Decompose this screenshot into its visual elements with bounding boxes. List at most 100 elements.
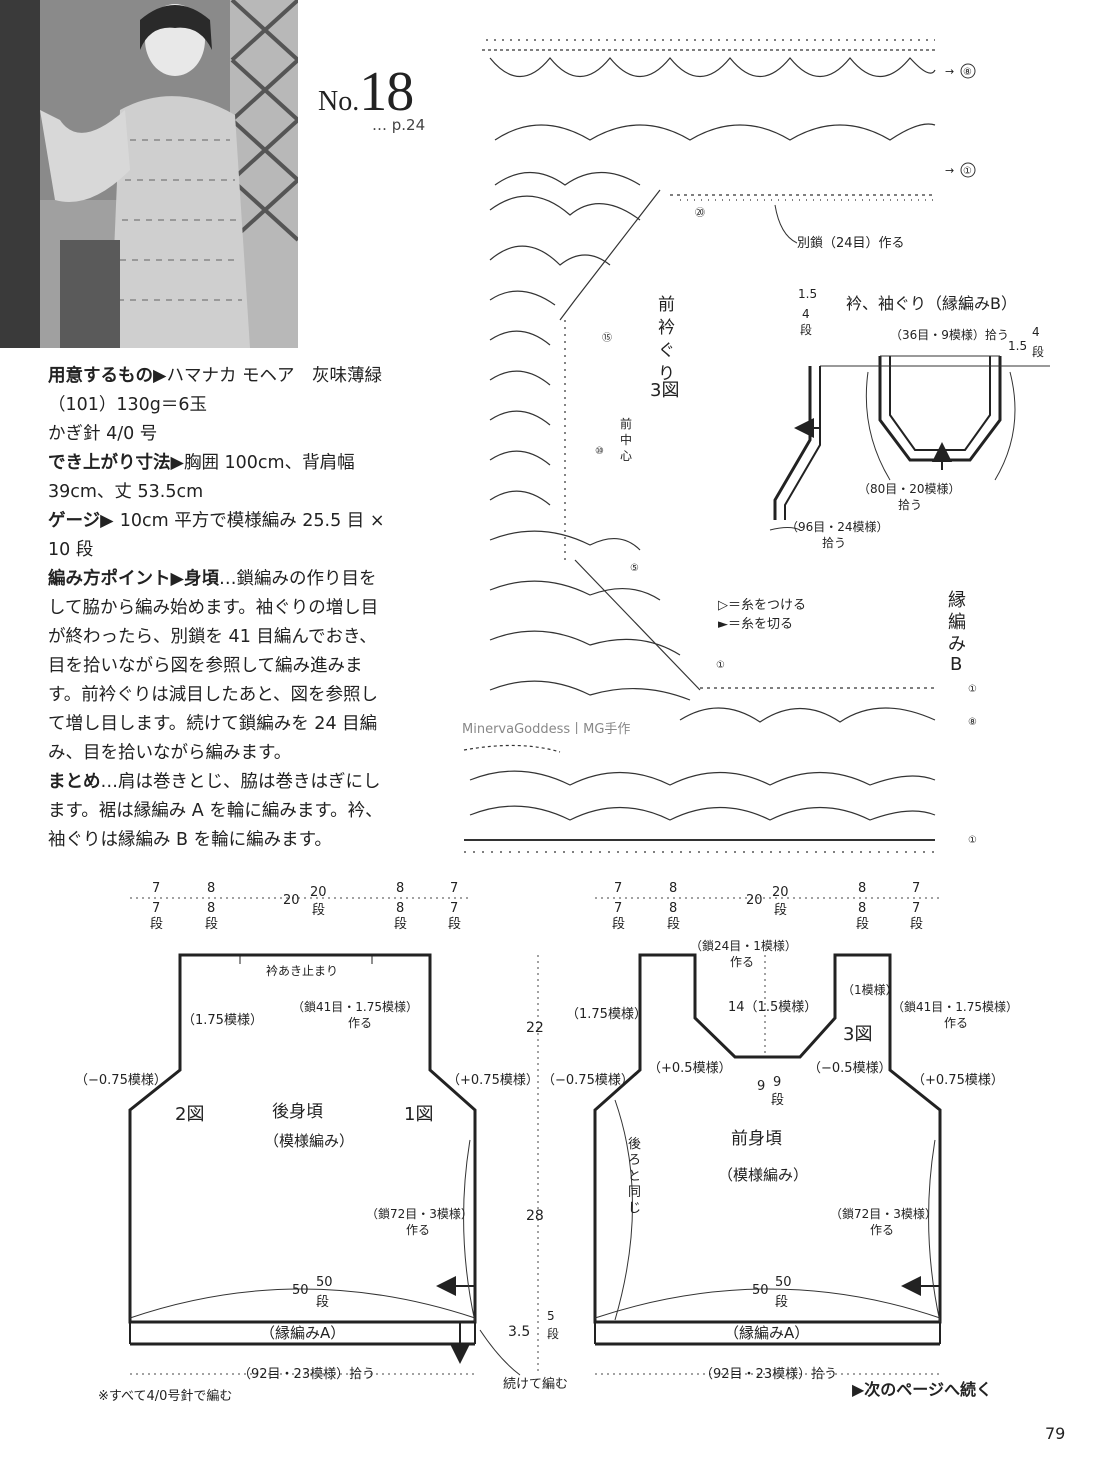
collar-top-pick: （36目・9模様）拾う <box>890 327 1009 342</box>
front-h14: 14（1.5模様） <box>728 1000 817 1015</box>
crochet-chart <box>463 39 936 853</box>
front-chain24-b: 作る <box>730 955 754 969</box>
collar-bottom-b: 拾う <box>898 497 922 512</box>
front-bottom-w: 50 <box>752 1283 769 1298</box>
back-right-chain-a: （鎖41目・1.75模様） <box>292 999 418 1014</box>
page-number: 79 <box>1045 1424 1066 1443</box>
height-28: 28 <box>526 1208 544 1224</box>
back-fig2: 2図 <box>175 1104 204 1125</box>
legend-cut: ►＝糸を切る <box>718 617 793 632</box>
row15: ⑮ <box>602 332 612 344</box>
front-bottom-rows: 50 <box>775 1275 792 1290</box>
gauge-label: ゲージ <box>48 511 101 531</box>
front-w5u: 段 <box>910 917 923 932</box>
front-neck-w: 9 <box>757 1079 765 1094</box>
front-side-chain-b: 作る <box>870 1223 894 1237</box>
row1-bottom: ① <box>968 835 977 846</box>
front-neck-b: 衿 <box>658 318 675 338</box>
front-same-a: 後 <box>628 1137 641 1152</box>
row1-right: ① <box>968 684 977 695</box>
collar-left-rows: 4 <box>802 307 810 321</box>
front-body-diagram: 7 7 段 8 8 段 20 20 段 8 8 段 7 7 段 （鎖24目・1模… <box>542 881 1018 1382</box>
front-neck-unit: 段 <box>771 1093 784 1108</box>
collar-right-rows: 4 <box>1032 325 1040 339</box>
finish-line: まとめ…肩は巻きとじ、脇は巻きはぎにします。裾は縁編み A を輪に編みます。衿、… <box>48 768 392 855</box>
back-w2: 8 <box>207 881 215 896</box>
front-w1r: 7 <box>614 901 622 916</box>
front-neck-rows: 9 <box>773 1075 781 1090</box>
height-dimensions: 22 28 3.5 5 段 続けて編む <box>479 955 568 1392</box>
back-right-inc: （+0.75模様） <box>447 1073 539 1088</box>
back-side-chain-a: （鎖72目・3模様） <box>366 1206 473 1221</box>
materials-label: 用意するもの <box>48 366 153 386</box>
center-c: 心 <box>620 449 632 463</box>
row8-right: ⑧ <box>968 717 977 728</box>
back-w2u: 段 <box>205 917 218 932</box>
svg-text:→: → <box>945 164 954 177</box>
back-w5r: 7 <box>450 901 458 916</box>
front-left-shoulder: （1.75模様） <box>566 1007 647 1022</box>
model-photo <box>0 0 298 348</box>
front-w5: 7 <box>912 881 920 896</box>
edge-b-b: 編 <box>948 612 966 633</box>
front-neck-d: り <box>658 364 675 384</box>
front-w3r: 20 <box>772 885 789 900</box>
row1-top: ① <box>963 166 972 177</box>
front-w4r: 8 <box>858 901 866 916</box>
back-w3r: 20 <box>310 885 327 900</box>
front-w4u: 段 <box>856 917 869 932</box>
front-same-e: じ <box>628 1201 641 1216</box>
back-fig1: 1図 <box>404 1104 433 1125</box>
back-edge-a: （縁編みA） <box>260 1324 345 1342</box>
collar-left-side: 1.5 <box>798 287 817 301</box>
front-same-d: 同 <box>628 1185 641 1200</box>
continue-knit: 続けて編む <box>503 1376 568 1392</box>
height-35r: 5 <box>547 1309 555 1323</box>
center-a: 前 <box>620 416 632 431</box>
back-side-chain-b: 作る <box>406 1223 430 1237</box>
edge-b-a: 縁 <box>948 590 966 611</box>
front-w1: 7 <box>614 881 622 896</box>
back-pick: （92目・23模様）拾う <box>238 1367 375 1382</box>
front-right-chain-b: 作る <box>944 1016 968 1030</box>
points-line: 編み方ポイント▶身頃…鎖編みの作り目をして脇から編み始めます。袖ぐりの増し目が終… <box>48 569 379 763</box>
height-35u: 段 <box>547 1326 559 1341</box>
collar-right-side: 1.5 <box>1008 339 1027 353</box>
front-w2: 8 <box>669 881 677 896</box>
back-w3: 20 <box>283 893 300 908</box>
front-title: 前身頃 <box>731 1129 782 1149</box>
gauge-text: 10cm 平方で模様編み 25.5 目 × 10 段 <box>48 511 385 560</box>
row5: ⑤ <box>630 563 639 574</box>
center-b: 中 <box>620 432 632 447</box>
continue-next-page: ▶次のページへ続く <box>852 1380 992 1399</box>
collar-left-unit: 段 <box>800 322 812 337</box>
materials-line: 用意するもの▶ハマナカ モヘア 灰味薄緑（101）130g＝6玉 <box>48 366 383 415</box>
gauge-line: ゲージ▶ 10cm 平方で模様編み 25.5 目 × 10 段 <box>48 511 385 560</box>
front-w1u: 段 <box>612 917 625 932</box>
instructions: 用意するもの▶ハマナカ モヘア 灰味薄緑（101）130g＝6玉 かぎ針 4/0… <box>48 362 392 855</box>
row20: ⑳ <box>695 207 705 219</box>
front-side-chain-a: （鎖72目・3模様） <box>830 1206 937 1221</box>
front-bottom-unit: 段 <box>775 1295 788 1310</box>
back-w5u: 段 <box>448 917 461 932</box>
size-line: でき上がり寸法▶胸囲 100cm、背肩幅 39cm、丈 53.5cm <box>48 453 355 502</box>
front-pattern: （模様編み） <box>718 1166 808 1184</box>
footnote: ※すべて4/0号針で編む <box>98 1389 233 1404</box>
body-text: …鎖編みの作り目をして脇から編み始めます。袖ぐりの増し目が終わったら、別鎖を 4… <box>48 569 379 763</box>
front-w3u: 段 <box>774 903 787 918</box>
page-reference: … p.24 <box>372 116 426 134</box>
sleeve-pick-a: （96目・24模様） <box>786 520 889 534</box>
front-left-dec: （−0.75模様） <box>542 1073 634 1088</box>
back-bottom-w: 50 <box>292 1283 309 1298</box>
back-left-shoulder: （1.75模様） <box>182 1013 263 1028</box>
collar-right-unit: 段 <box>1032 344 1044 359</box>
front-edge-a: （縁編みA） <box>724 1324 809 1342</box>
back-w1: 7 <box>152 881 160 896</box>
collar-bottom-a: （80目・20模様） <box>858 482 961 496</box>
back-w4r: 8 <box>396 901 404 916</box>
back-w4: 8 <box>396 881 404 896</box>
finish-label: まとめ <box>48 772 101 792</box>
front-neck-dec: （−0.5模様） <box>808 1061 892 1076</box>
back-right-chain-b: 作る <box>348 1016 372 1030</box>
front-same-c: と <box>628 1169 641 1184</box>
